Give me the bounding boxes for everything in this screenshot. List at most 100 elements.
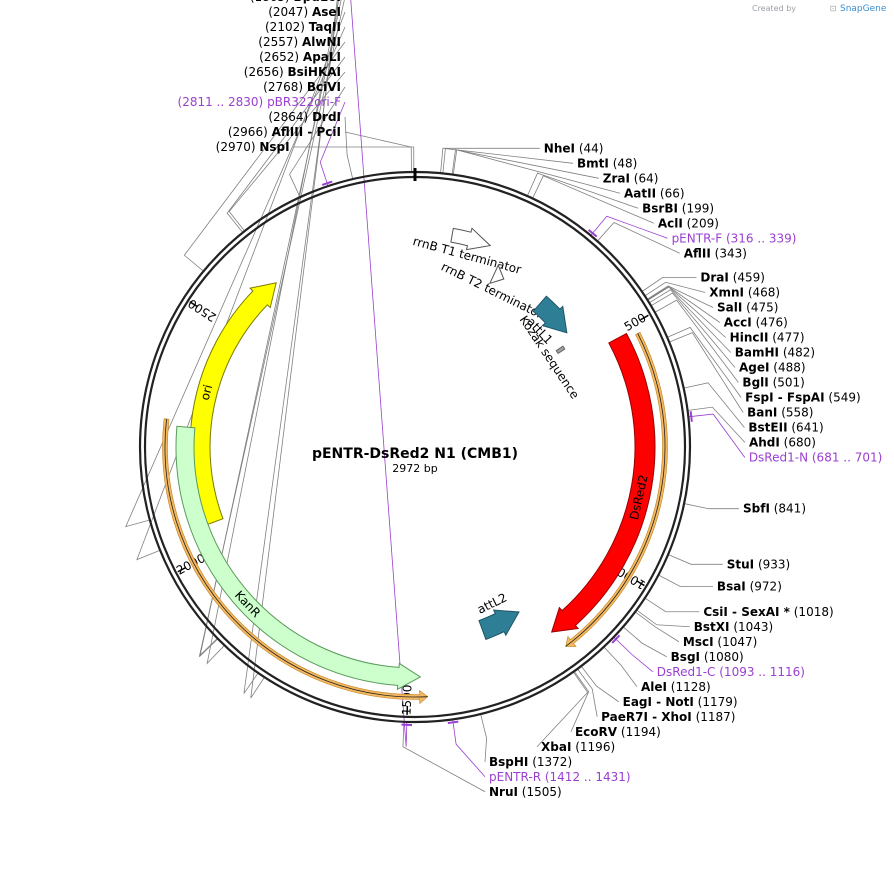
site-bsai-leader [658,574,713,588]
site-bsphi-leader [480,713,488,762]
site-name: DrdI [312,110,341,124]
site-bgli-label: BglI (501) [742,376,804,390]
site-name: AseI [312,5,341,19]
watermark-brand: SnapGene [840,4,887,14]
tick-label-1500: 1500 [400,684,415,715]
site-bsteii-leader [683,382,745,428]
site-position: (1047) [717,635,757,649]
site-position: (1043) [733,620,773,634]
site-kan-r-leader [350,0,408,747]
plasmid-size: 2972 bp [392,462,437,475]
site-position: (2864) [268,110,308,124]
site-zrai-leader [451,149,599,179]
site-alei-leader [603,646,638,687]
site-name: AgeI [739,361,769,375]
site-name: BsrBI [642,201,678,215]
site-alei-label: AleI (1128) [641,680,711,694]
site-asei-leader [136,11,346,561]
site-aatii-leader [452,149,621,194]
site-xmni-label: XmnI (468) [709,286,780,300]
orange-track-line-2 [164,419,428,698]
snapgene-logo-icon: ⊡ [830,4,837,13]
site-paer7i-xhoi-leader [577,668,598,717]
site-sali-leader [646,285,714,308]
site-paer7i-xhoi-label: PaeR7I - XhoI (1187) [601,710,735,724]
site-labels: NheI (44)BmtI (48)ZraI (64)AatII (66)Bsr… [178,0,883,799]
site-fspi-fspai-leader [667,326,742,398]
site-name: BanI [747,406,777,420]
site-name: DraI [700,271,728,285]
site-name: NheI [544,141,575,155]
plasmid-name: pENTR-DsRed2 N1 (CMB1) [312,446,518,462]
site-bamhi-leader [648,289,732,353]
site-bsgi-leader [622,626,667,658]
site-name: pBR322ori-F [267,95,341,109]
feature-kozak-sequence-arrow [555,345,566,355]
site-ecorv-label: EcoRV (1194) [575,725,661,739]
site-alwni-leader [183,41,346,272]
site-ahdi-label: AhdI (680) [749,436,816,450]
orange-track-line-1 [565,333,666,647]
site-position: (48) [613,156,638,170]
feature-attl1-arrow [532,295,568,334]
site-bani-leader [669,332,744,413]
site-csii-sexai-leader [644,597,700,613]
site-eagi-noti-label: EagI - NotI (1179) [623,695,738,709]
site-name: AflII [684,246,711,260]
site-position: (1128) [671,680,711,694]
site-bsphi-label: BspHI (1372) [489,755,572,769]
site-sbfi-leader [684,503,739,510]
site-name: BsiHKAI [288,65,342,79]
site-position: (2102) [265,20,305,34]
site-dsred1-n-label: DsRed1-N (681 .. 701) [749,451,883,465]
site-name: XbaI [541,740,571,754]
site-nhei-leader [440,147,540,174]
site-name: NspI [259,140,289,154]
site-position: (343) [715,246,747,260]
site-dsred1-n-leader [688,413,746,458]
site-name: StuI [727,557,754,571]
site-position: (1505) [522,785,562,799]
site-acli-label: AclI (209) [658,216,719,230]
site-name: ZraI [603,171,630,185]
site-bsihkai-label: (2656) BsiHKAI [244,65,341,79]
site-bcivi-label: (2768) BciVI [263,80,341,94]
site-position: (2047) [268,5,308,19]
site-name: ApaLI [303,50,341,64]
site-hincii-label: HincII (477) [730,331,805,345]
site-pbr322ori-f-leader [319,101,346,187]
site-ecorv-leader [570,671,590,732]
site-name: AatII [624,186,656,200]
site-name: EcoRV [575,725,618,739]
site-bsrbi-label: BsrBI (199) [642,201,714,215]
plasmid-backbone [138,168,692,724]
tick-label-2500: 2500 [185,296,218,324]
site-position: (2811 .. 2830) [178,95,264,109]
site-xbai-leader [536,671,589,748]
site-position: (44) [579,141,604,155]
site-name: CsiI - SexAI * [703,605,790,619]
site-position: (316 .. 339) [726,231,796,245]
site-name: BsaI [717,580,746,594]
site-aflii-label: AflII (343) [684,246,747,260]
site-sbfi-label: SbfI (841) [743,502,806,516]
site-name: AleI [641,680,667,694]
site-name: DsRed1-N [749,451,808,465]
site-name: BciVI [307,80,341,94]
site-position: (841) [774,502,806,516]
site-pentr-f-label: pENTR-F (316 .. 339) [672,231,797,245]
site-acli-leader [532,175,654,224]
site-name: TaqII [309,20,341,34]
site-pbr322ori-f-binding-mark [321,180,333,186]
site-bgli-leader [654,299,739,383]
site-xbai-label: XbaI (1196) [541,740,615,754]
site-position: (2557) [258,35,298,49]
site-position: (476) [756,316,788,330]
site-position: (680) [784,436,816,450]
site-drai-label: DraI (459) [700,271,765,285]
site-bpu10i-label: (1865) Bpu10I [250,0,341,4]
site-name: SbfI [743,502,770,516]
site-name: BamHI [735,346,779,360]
tick-mark-2000 [177,566,187,573]
site-position: (2970) [216,140,256,154]
